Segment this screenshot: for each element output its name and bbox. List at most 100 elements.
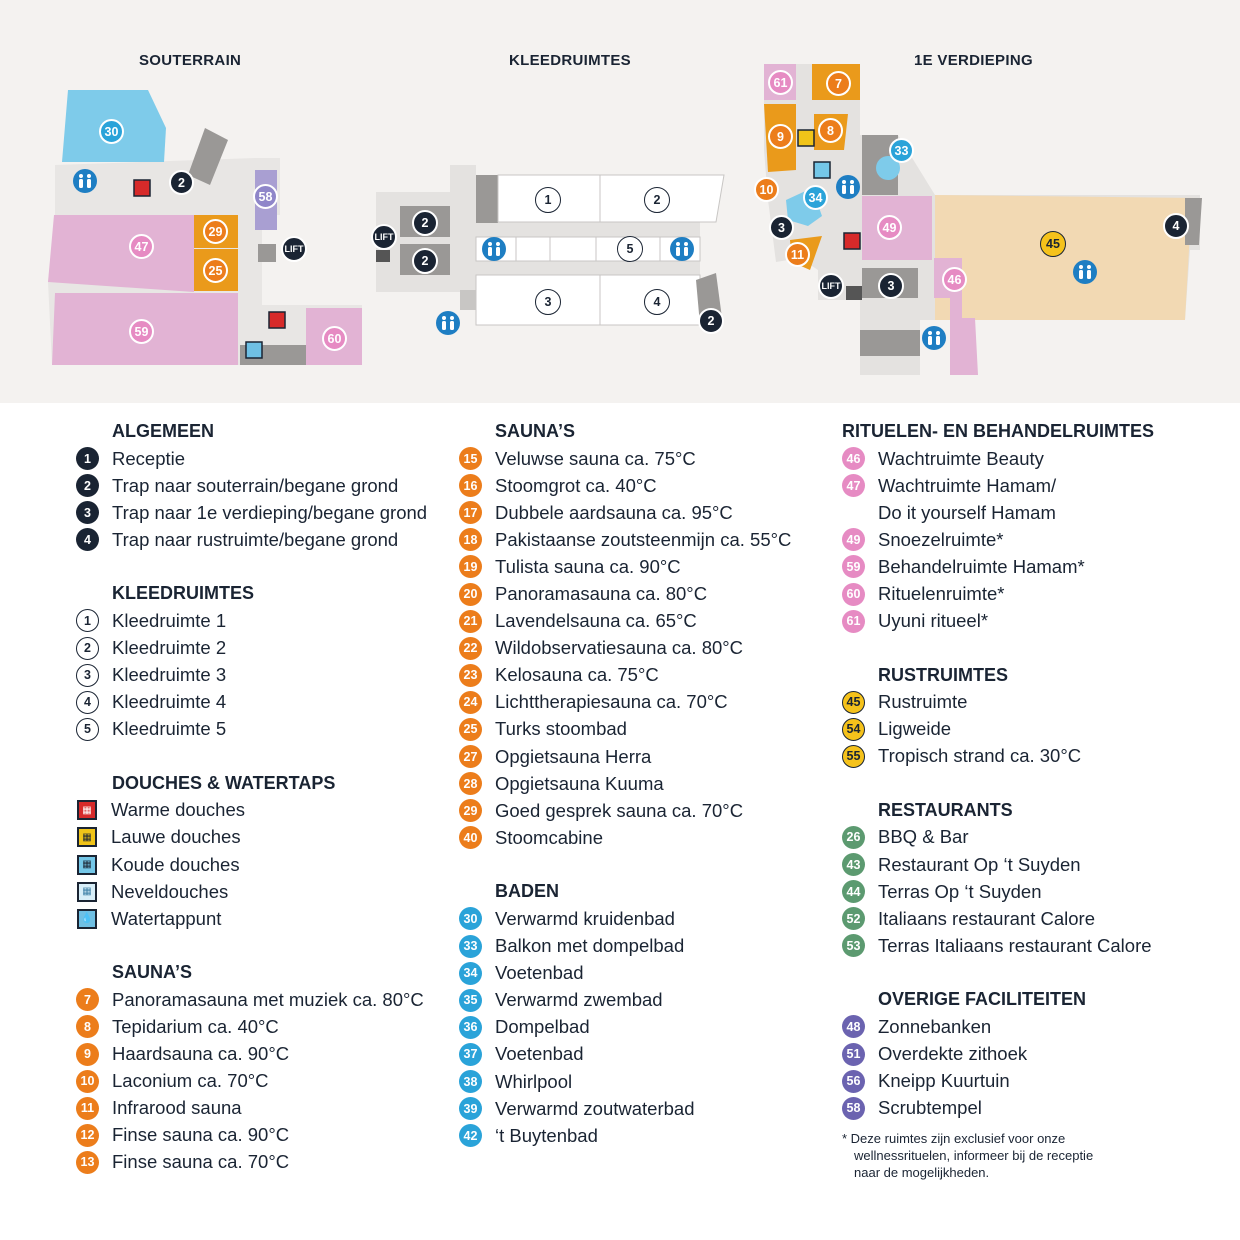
legend-label: Uyuni ritueel* (878, 610, 989, 632)
number-badge: 54 (842, 717, 865, 741)
map-marker-stairs-3[interactable]: 3 (878, 273, 904, 299)
map-marker-46[interactable]: 46 (942, 267, 967, 292)
legend-label: Tulista sauna ca. 90°C (495, 555, 681, 577)
map-marker-kleedruimte-1[interactable]: 1 (535, 187, 561, 213)
map-marker-25[interactable]: 25 (203, 258, 228, 283)
number-badge: 44 (842, 880, 865, 904)
number-badge: 23 (459, 663, 482, 687)
number-badge: 27 (459, 745, 482, 769)
map-marker-33[interactable]: 33 (889, 138, 914, 163)
legend-label: Finse sauna ca. 90°C (112, 1124, 290, 1146)
section-title: KLEEDRUIMTES (112, 583, 255, 604)
map-marker-stairs-2[interactable]: 2 (412, 248, 438, 274)
map-marker-29[interactable]: 29 (203, 219, 228, 244)
number-badge: 8 (76, 1015, 99, 1039)
map-marker-9[interactable]: 9 (768, 124, 793, 149)
map-marker-60[interactable]: 60 (322, 326, 347, 351)
legend-label: Finse sauna ca. 70°C (112, 1151, 290, 1173)
legend-label: Rustruimte (878, 691, 968, 713)
legend-label: Balkon met dompelbad (495, 935, 685, 957)
map-marker-61[interactable]: 61 (768, 70, 793, 95)
legend-label: Tropisch strand ca. 30°C (878, 745, 1082, 767)
legend-label: Voetenbad (495, 1043, 584, 1065)
legend-label: Trap naar rustruimte/begane grond (112, 528, 399, 550)
legend-item: 💧Watertappunt (76, 905, 427, 932)
number-badge: 19 (459, 555, 482, 579)
number-badge: 26 (842, 825, 865, 849)
number-badge: 11 (76, 1096, 99, 1120)
legend-label: Goed gesprek sauna ca. 70°C (495, 799, 744, 821)
map-marker-kleedruimte-4[interactable]: 4 (644, 289, 670, 315)
map-marker-59[interactable]: 59 (129, 319, 154, 344)
legend-label: Trap naar souterrain/begane grond (112, 474, 399, 496)
map-marker-kleedruimte-2[interactable]: 2 (644, 187, 670, 213)
number-badge: 53 (842, 934, 865, 958)
map-marker-34[interactable]: 34 (803, 185, 828, 210)
lukewarm-shower-icon (797, 129, 815, 147)
legend-label: Overdekte zithoek (878, 1043, 1028, 1065)
legend-label: Lichttherapiesauna ca. 70°C (495, 691, 728, 713)
stairs-souterrain (188, 128, 228, 185)
section-title: SAUNA’S (495, 421, 576, 441)
room-47 (48, 215, 194, 292)
legend-label: Watertappunt (111, 907, 222, 929)
map-marker-stairs-4[interactable]: 4 (1163, 213, 1189, 239)
map-marker-stairs-2[interactable]: 2 (698, 308, 724, 334)
map-marker-kleedruimte-5[interactable]: 5 (617, 236, 643, 262)
map-marker-47[interactable]: 47 (129, 234, 154, 259)
legend-label: Zonnebanken (878, 1015, 992, 1037)
map-marker-58[interactable]: 58 (253, 184, 278, 209)
map-marker-kleedruimte-3[interactable]: 3 (535, 289, 561, 315)
lift-marker[interactable]: LIFT (281, 236, 307, 262)
number-badge: 55 (842, 744, 865, 768)
map-marker-10[interactable]: 10 (754, 177, 779, 202)
map-marker-stairs-2[interactable]: 2 (169, 170, 194, 195)
legend-label: Dubbele aardsauna ca. 95°C (495, 501, 733, 523)
legend-label: Snoezelruimte* (878, 528, 1004, 550)
map-marker-49[interactable]: 49 (877, 215, 902, 240)
map-marker-stairs-2[interactable]: 2 (412, 210, 438, 236)
number-badge: 58 (842, 1096, 865, 1120)
map-marker-8[interactable]: 8 (818, 118, 843, 143)
number-badge: 30 (459, 907, 482, 931)
map-marker-30[interactable]: 30 (99, 119, 124, 144)
cold-shower-icon (813, 161, 831, 179)
section-title: BADEN (495, 881, 560, 902)
legend-label: Do it yourself Hamam (878, 501, 1056, 523)
legend-label: Koude douches (111, 853, 240, 875)
lift-marker[interactable]: LIFT (818, 273, 844, 299)
number-badge: 56 (842, 1069, 865, 1093)
number-badge: 47 (842, 474, 865, 498)
lift-marker[interactable]: LIFT (371, 224, 397, 250)
map-marker-45[interactable]: 45 (1040, 231, 1066, 257)
map-marker-11[interactable]: 11 (785, 242, 810, 267)
1e-verdieping-map (764, 64, 1202, 375)
legend-label: Neveldouches (111, 880, 229, 902)
section-title: SAUNA’S (112, 962, 193, 983)
map-marker-stairs-3[interactable]: 3 (769, 215, 794, 240)
legend-label: Dompelbad (495, 1016, 590, 1038)
map-marker-7[interactable]: 7 (826, 71, 851, 96)
